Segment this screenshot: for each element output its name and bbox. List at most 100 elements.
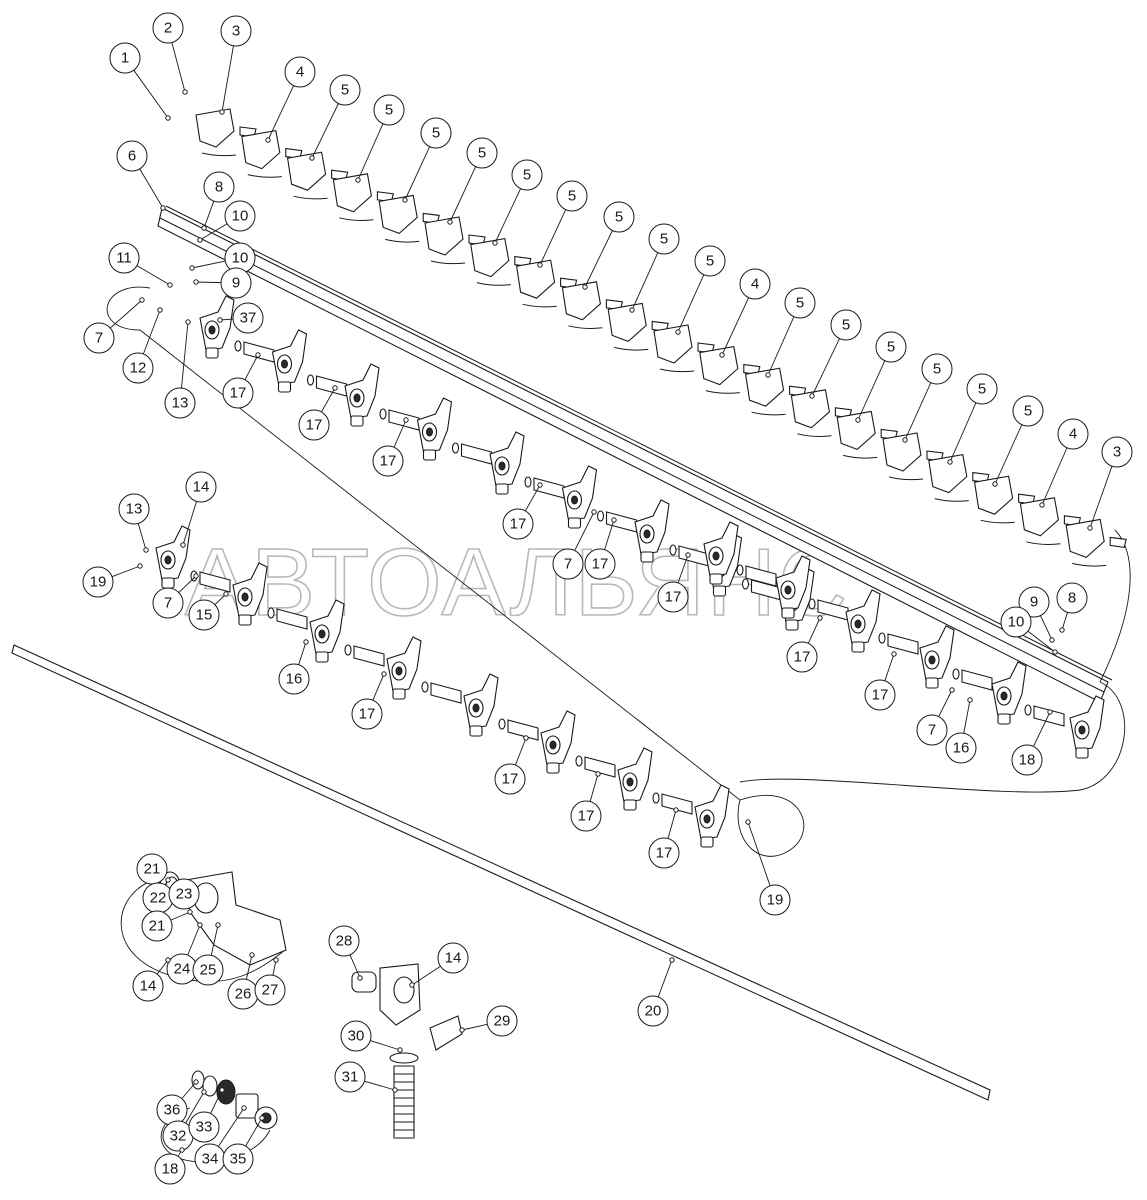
- callout-number: 17: [665, 589, 682, 606]
- callout-number: 16: [286, 671, 303, 688]
- callout-number: 3: [1113, 444, 1121, 461]
- part-callout: 17: [570, 771, 602, 832]
- gearbox-unit: [617, 747, 653, 811]
- callout-number: 27: [262, 982, 279, 999]
- callout-number: 18: [162, 1161, 179, 1178]
- callout-number: 5: [385, 102, 393, 119]
- auger-tube: [652, 792, 693, 815]
- gearbox-unit: [416, 397, 453, 461]
- callout-number: 17: [380, 453, 397, 470]
- part-callout: 16: [278, 639, 310, 695]
- part-callout: 13: [164, 319, 196, 419]
- part-callout: 5: [809, 309, 862, 399]
- part-callout: 17: [864, 651, 897, 711]
- callout-number: 17: [592, 556, 609, 573]
- callout-number: 16: [953, 740, 970, 757]
- part-callout: 17: [502, 482, 543, 540]
- callout-number: 5: [478, 145, 486, 162]
- auger-tube: [952, 668, 993, 691]
- part-callout: 28: [328, 925, 363, 981]
- callout-number: 17: [502, 771, 519, 788]
- callout-number: 13: [172, 395, 189, 412]
- part-callout: 26: [227, 952, 259, 1010]
- callout-number: 7: [164, 595, 172, 612]
- callout-number: 5: [1024, 403, 1032, 420]
- callout-number: 17: [230, 385, 247, 402]
- callout-number: 5: [660, 231, 668, 248]
- part-callout: 5: [675, 245, 726, 335]
- part-callout: 1: [109, 42, 171, 121]
- callout-number: 4: [1069, 426, 1077, 443]
- callout-number: 5: [615, 209, 623, 226]
- callout-number: 17: [794, 649, 811, 666]
- part-callout: 10: [189, 242, 256, 274]
- callout-number: 17: [306, 417, 323, 434]
- callout-number: 24: [174, 961, 191, 978]
- gearbox-unit: [271, 329, 308, 393]
- part-callout: 19: [745, 819, 791, 916]
- part-callout: 5: [765, 287, 816, 378]
- callout-number: 17: [510, 516, 527, 533]
- part-callout: 5: [537, 180, 588, 268]
- part-callout: 14: [409, 942, 469, 988]
- callout-number: 5: [568, 188, 576, 205]
- callout-number: 5: [523, 167, 531, 184]
- part-callout: 18: [1011, 709, 1053, 776]
- callout-number: 30: [348, 1028, 365, 1045]
- callout-number: 8: [1068, 590, 1076, 607]
- part-callout: 7: [83, 297, 145, 354]
- callout-number: 23: [176, 886, 193, 903]
- callout-number: 36: [164, 1102, 181, 1119]
- part-callout: 17: [648, 807, 680, 869]
- part-callout: 15: [188, 591, 229, 631]
- part-callout: 25: [192, 922, 224, 986]
- part-callout: 35: [222, 1115, 265, 1175]
- callout-number: 15: [196, 607, 213, 624]
- callout-number: 9: [1030, 594, 1038, 611]
- part-callout: 4: [719, 268, 771, 358]
- part-callout: 11: [108, 242, 173, 288]
- gearbox-unit: [386, 636, 422, 700]
- auger-tube: [234, 340, 275, 363]
- callout-number: 3: [232, 23, 240, 40]
- auger-tube: [575, 755, 616, 778]
- deflector-plate: [973, 475, 1036, 524]
- callout-number: 32: [170, 1128, 187, 1145]
- part-callout: 30: [340, 1020, 403, 1053]
- gearbox-unit: [463, 673, 499, 737]
- part-callout: 4: [265, 56, 316, 143]
- part-callout: 14: [180, 471, 217, 548]
- callout-number: 21: [144, 861, 161, 878]
- callout-number: 2: [164, 20, 172, 37]
- callout-number: 5: [933, 361, 941, 378]
- callout-number: 5: [887, 339, 895, 356]
- part-callout: 17: [657, 552, 691, 613]
- deflector-plate: [286, 151, 349, 200]
- callout-number: 17: [578, 808, 595, 825]
- part-callout: 5: [402, 117, 452, 203]
- part-callout: 5: [492, 159, 543, 246]
- part-callout: 17: [786, 615, 823, 673]
- part-callout: 8: [201, 171, 235, 231]
- callout-number: 1: [121, 50, 129, 67]
- callout-number: 28: [336, 933, 353, 950]
- callout-number: 5: [842, 317, 850, 334]
- part-callout: 9: [193, 267, 252, 299]
- callout-number: 33: [196, 1119, 213, 1136]
- part-callout: 10: [197, 200, 256, 243]
- callout-number: 13: [126, 501, 143, 518]
- part-callout: 19: [82, 563, 143, 598]
- part-callout: 7: [916, 687, 955, 746]
- part-callout: 5: [629, 223, 680, 313]
- callout-number: 21: [149, 918, 166, 935]
- auger-tube: [306, 374, 348, 397]
- part-callout: 12: [122, 307, 163, 384]
- part-callout: 27: [254, 957, 286, 1006]
- part-callout: 17: [298, 385, 338, 441]
- callout-number: 5: [432, 125, 440, 142]
- callout-number: 25: [200, 962, 217, 979]
- part-callout: 33: [188, 1087, 225, 1143]
- gearbox-unit: [1069, 695, 1105, 759]
